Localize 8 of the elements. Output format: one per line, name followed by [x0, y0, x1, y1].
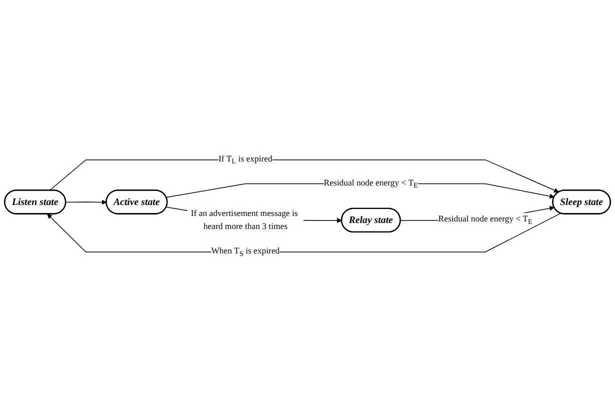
arrow: [47, 212, 562, 252]
edge-label: If an advertisement message is heard more than 3 times: [190, 208, 298, 232]
edge-label: Residual node energy < T$_{E}$: [438, 214, 532, 226]
edge-label: If T$_{L}$ is expired: [218, 154, 272, 166]
arrow: [65, 200, 107, 205]
arrow: [49, 160, 559, 193]
edge-label: Residual node energy < T$_{E}$: [324, 178, 418, 190]
edge-label: When T$_{S}$ is expired: [211, 246, 280, 258]
